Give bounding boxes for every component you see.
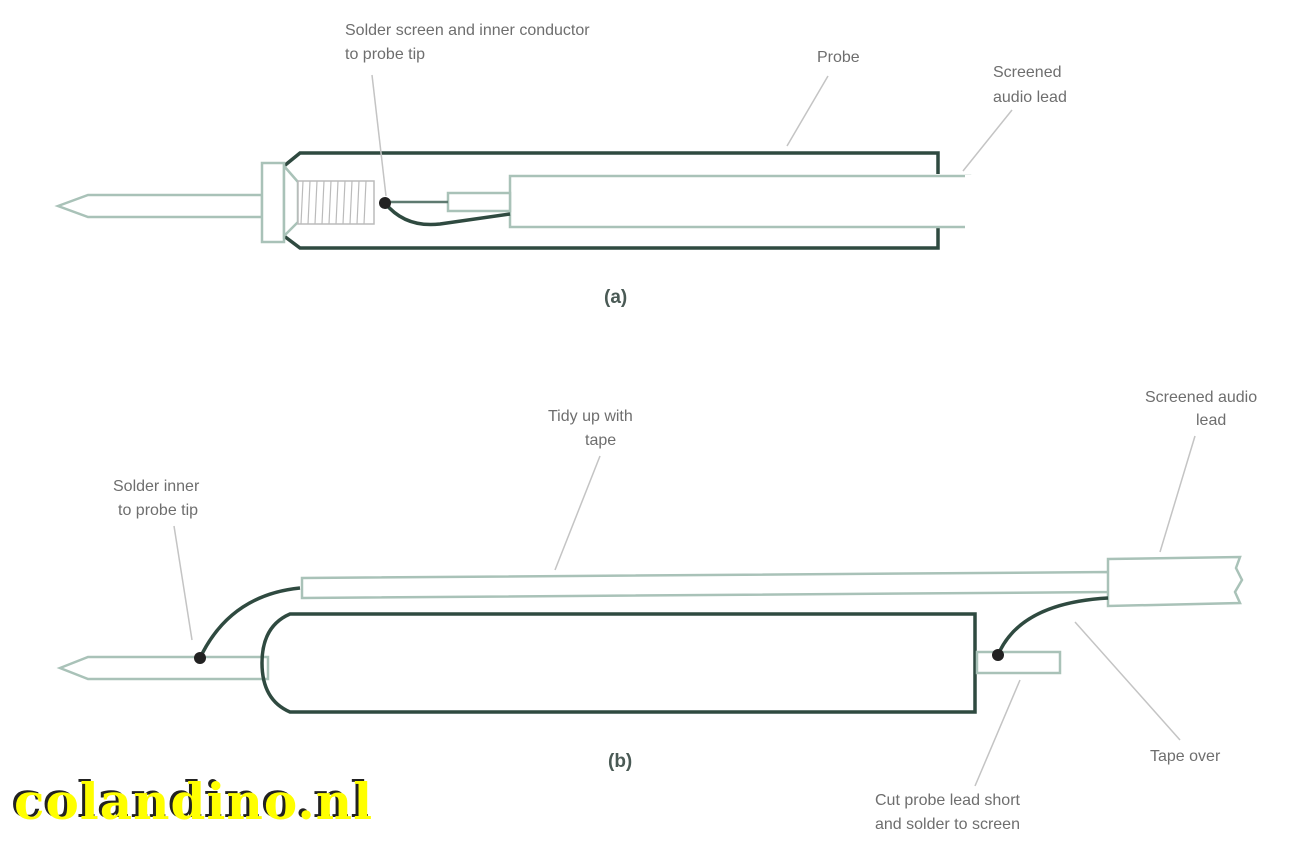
inner-conductor-a — [446, 191, 512, 213]
audio-lead-b — [300, 570, 1112, 600]
leader-lead-a — [962, 109, 1013, 172]
audio-lead-end-b — [1106, 555, 1244, 608]
label-tidy-b-2: tape — [585, 432, 616, 449]
leader-lead-b — [1159, 435, 1196, 553]
label-lead-a-1: Screened — [993, 64, 1062, 81]
label-probe-a: Probe — [817, 49, 860, 66]
label-solder-a-2: to probe tip — [345, 46, 425, 63]
watermark: colandino.nl — [14, 772, 374, 831]
screen-wire-b — [996, 596, 1109, 656]
inner-wire-b — [198, 586, 301, 659]
label-solder-b-1: Solder inner — [113, 478, 200, 495]
audio-lead-a — [508, 174, 972, 229]
probe-lead-stub-b — [975, 650, 1062, 675]
figure-a: Solder screen and inner conductor to pro… — [54, 22, 1067, 308]
probe-tip-b — [56, 655, 270, 681]
probe-body-a — [282, 151, 940, 250]
solder-joint-screen-b — [992, 649, 1004, 661]
collar-a — [260, 161, 286, 244]
leader-probe-a — [786, 75, 829, 147]
label-tidy-b-1: Tidy up with — [548, 408, 633, 425]
figure-b: Tidy up with tape Screened audio lead So… — [56, 389, 1257, 833]
probe-tip-a — [54, 193, 264, 219]
label-cut-b-2: and solder to screen — [875, 816, 1020, 833]
caption-a: (a) — [604, 287, 627, 308]
label-lead-b-1: Screened audio — [1145, 389, 1257, 406]
solder-joint-tip-b — [194, 652, 206, 664]
caption-b: (b) — [608, 751, 632, 772]
label-lead-b-2: lead — [1196, 412, 1226, 429]
leader-cut-b — [974, 679, 1021, 787]
probe-body-b — [260, 612, 977, 714]
label-solder-a-1: Solder screen and inner conductor — [345, 22, 590, 39]
screen-wire-a — [383, 201, 511, 227]
label-solder-b-2: to probe tip — [118, 502, 198, 519]
leader-tape-over-b — [1074, 621, 1181, 741]
leader-solder-b — [173, 525, 193, 641]
solder-joint-a — [379, 197, 391, 209]
label-cut-b-1: Cut probe lead short — [875, 792, 1021, 809]
collar-taper-a — [282, 162, 300, 240]
leader-tidy-b — [554, 455, 601, 571]
leader-solder-a — [371, 74, 387, 197]
label-lead-a-2: audio lead — [993, 89, 1067, 106]
label-tape-over-b: Tape over — [1150, 748, 1221, 765]
thread-a — [297, 180, 375, 225]
